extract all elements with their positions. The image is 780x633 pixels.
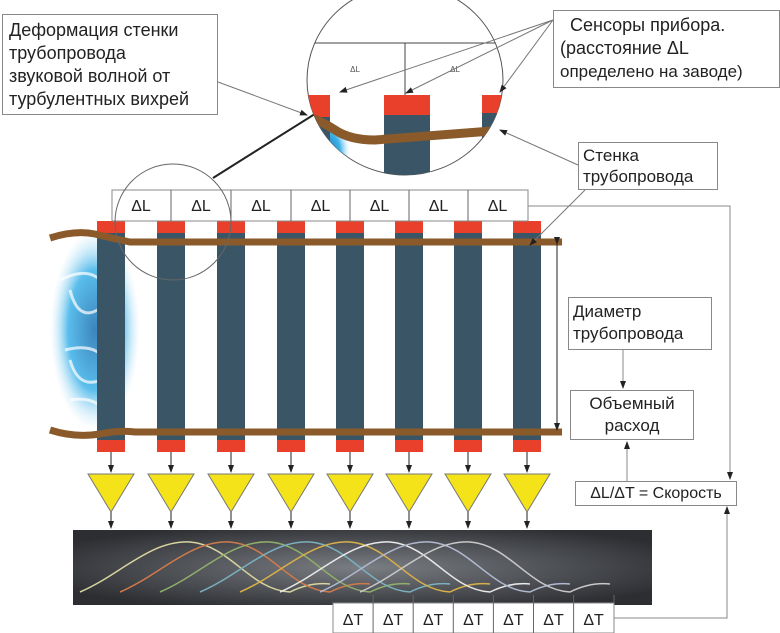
- sensor-bottom: [157, 440, 185, 452]
- delta-l-cell: ΔL: [191, 198, 211, 215]
- signal-waveform: [239, 541, 491, 593]
- delta-t-cell: ΔT: [383, 612, 404, 629]
- sensor-top: [336, 221, 364, 233]
- sensor-bar: [217, 233, 245, 440]
- sensor-bottom: [395, 440, 423, 452]
- sensor-top: [277, 221, 305, 233]
- amplifier-icon: [385, 473, 433, 513]
- sensor-bottom: [336, 440, 364, 452]
- delta-t-cell: ΔT: [543, 612, 564, 629]
- sensor-top: [395, 221, 423, 233]
- pipe-wall-bottom: [48, 426, 562, 439]
- delta-l-table: [111, 189, 529, 222]
- sensor-bar: [97, 233, 125, 440]
- sensor-bar: [395, 233, 423, 440]
- sensor-top: [454, 221, 482, 233]
- callout-line: расход: [604, 416, 660, 435]
- turbulence-vortex-icon: [50, 230, 140, 430]
- callout-line: определено на заводе): [560, 62, 743, 81]
- callout-line: Деформация стенки: [9, 20, 179, 40]
- signal-waveform: [199, 541, 451, 593]
- sensor-bottom: [513, 440, 541, 452]
- delta-l-cell: ΔL: [131, 198, 151, 215]
- signal-waveform: [119, 541, 371, 593]
- callout-line: Сенсоры прибора.: [570, 15, 726, 35]
- delta-t-cell: ΔT: [583, 612, 604, 629]
- delta-l-cell: ΔL: [251, 198, 271, 215]
- magnifier-delta-l-label: ΔL: [350, 65, 360, 74]
- sensor-bottom: [454, 440, 482, 452]
- amplifier-icon: [207, 473, 255, 513]
- callout-volume-flow: Объемный расход: [570, 390, 694, 440]
- callout-diameter: Диаметр трубопровода: [568, 297, 712, 350]
- callout-line: трубопровода: [583, 167, 694, 186]
- sensor-top: [97, 221, 125, 233]
- magnifier-detail: ΔL ΔL: [306, 0, 504, 176]
- delta-l-cell: ΔL: [370, 198, 390, 215]
- delta-l-cell: ΔL: [311, 198, 331, 215]
- delta-t-cell: ΔT: [463, 612, 484, 629]
- amplifier-icon: [87, 473, 135, 513]
- sensor-top: [513, 221, 541, 233]
- callout-sensors: Сенсоры прибора. (расстояние ΔL определе…: [553, 10, 780, 88]
- signal-waveform: [319, 541, 571, 593]
- signal-waveform: [79, 541, 331, 593]
- zoom-region-circle: [114, 163, 232, 281]
- delta-t-cell: ΔT: [343, 612, 364, 629]
- magnifier-delta-l-label: ΔL: [450, 65, 460, 74]
- callout-wall: Стенка трубопровода: [578, 142, 718, 190]
- callout-deformation: Деформация стенки трубопровода звуковой …: [2, 14, 218, 115]
- amplifier-icon: [326, 473, 374, 513]
- amplifier-icon: [147, 473, 195, 513]
- delta-t-cell: ΔT: [503, 612, 524, 629]
- callout-line: звуковой волной от: [9, 66, 171, 86]
- delta-l-cell: ΔL: [488, 198, 508, 215]
- amplifier-icon: [503, 473, 551, 513]
- velocity-formula-box: ΔL/ΔT = Скорость: [575, 481, 737, 506]
- sensor-bottom: [277, 440, 305, 452]
- sensor-bottom: [217, 440, 245, 452]
- signal-waveform: [279, 541, 531, 593]
- pipe-wall-top: [48, 229, 562, 246]
- callout-line: турбулентных вихрей: [9, 89, 190, 109]
- callout-line: Объемный: [589, 394, 675, 413]
- sensor-top: [157, 221, 185, 233]
- delta-t-cell: ΔT: [423, 612, 444, 629]
- callout-line: трубопровода: [573, 324, 684, 343]
- callout-line: Стенка: [583, 146, 639, 165]
- signal-waveform: [159, 541, 411, 593]
- delta-l-cell: ΔL: [429, 198, 449, 215]
- sensor-bar: [454, 233, 482, 440]
- callout-line: Диаметр: [573, 302, 642, 321]
- sensor-bar: [513, 233, 541, 440]
- sensor-bar: [336, 233, 364, 440]
- sensor-bar: [157, 233, 185, 440]
- callout-line: трубопровода: [9, 43, 126, 63]
- callout-line: (расстояние ΔL: [560, 38, 689, 58]
- amplifier-icon: [267, 473, 315, 513]
- amplifier-icon: [444, 473, 492, 513]
- signal-waveform: [359, 541, 611, 593]
- sensor-bottom: [97, 440, 125, 452]
- sensor-bar: [277, 233, 305, 440]
